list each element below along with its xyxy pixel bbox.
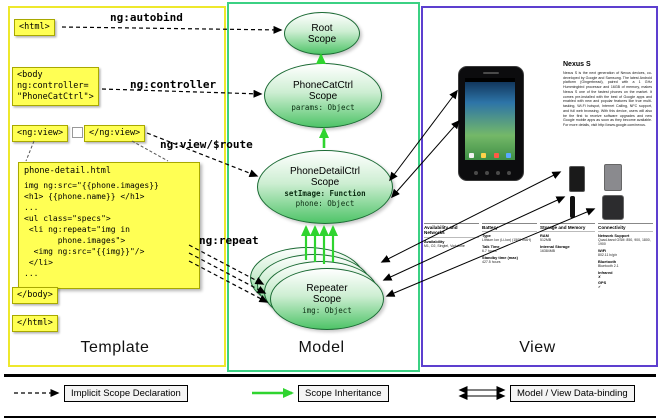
view-panel-label: View xyxy=(519,339,556,356)
model-panel-label: Model xyxy=(298,339,345,356)
ng-view-route-label: ng:view/$route xyxy=(160,138,253,151)
spec-value: Quad-band GSM: 850, 900, 1800, 1900 xyxy=(598,238,651,247)
phone-app-icon xyxy=(506,153,512,158)
ng-controller-label: ng:controller xyxy=(130,78,217,91)
spec-value: 802.11 b/g/n xyxy=(598,253,618,258)
phone-statusbar xyxy=(465,78,515,82)
phone-thumbnail-back xyxy=(599,195,627,220)
spec-column-connectivity: Connectivity Network Support Quad-band G… xyxy=(598,223,653,291)
spec-header: Connectivity xyxy=(598,225,653,233)
phone-softkey-dot xyxy=(507,171,511,175)
repeater-img-prop: img: Object xyxy=(302,306,352,315)
phonedetailctrl-setimage-prop: setImage: Function xyxy=(284,189,366,198)
spec-row: Type Lithium Ion (Li-Ion) (1500 mAH) xyxy=(482,233,537,242)
spec-label: Network Support xyxy=(598,233,630,239)
spec-column-availability: Availability and Networks Availability M… xyxy=(424,223,479,291)
phone-softkey-dot xyxy=(474,171,478,175)
spec-value: 16384MB xyxy=(540,248,555,253)
phonedetailctrl-phone-prop: phone: Object xyxy=(295,199,355,208)
spec-label: GPS xyxy=(598,280,607,286)
phonedetailctrl-scope-ellipse: PhoneDetailCtrl Scope setImage: Function… xyxy=(257,150,393,224)
legend-divider-top xyxy=(4,374,656,377)
phone-thumbnail-side xyxy=(565,195,579,219)
spec-label: WiFi xyxy=(598,248,607,254)
product-description: Nexus S is the next generation of Nexus … xyxy=(563,71,652,128)
spec-value: ✘ xyxy=(598,274,601,279)
legend-scope-inheritance-label: Scope Inheritance xyxy=(298,385,389,402)
spec-value: Lithium Ion (Li-Ion) (1500 mAH) xyxy=(482,238,532,243)
root-scope-ellipse: Root Scope xyxy=(284,12,360,55)
legend-implicit-scope-label: Implicit Scope Declaration xyxy=(64,385,188,402)
spec-table: Availability and Networks Availability M… xyxy=(424,223,653,291)
code-filename: phone-detail.html xyxy=(24,166,111,176)
spec-value: 512MB xyxy=(540,238,552,243)
spec-row: RAM 512MB xyxy=(540,233,595,242)
mini-phone-angle xyxy=(603,164,622,191)
spec-row: Standby time (max) 427.5 hours xyxy=(482,255,537,264)
ng-autobind-label: ng:autobind xyxy=(110,11,183,24)
spec-value: ✔ xyxy=(598,285,601,290)
phone-app-icon xyxy=(468,153,474,158)
spec-label: Bluetooth xyxy=(598,258,617,264)
phone-screen xyxy=(465,78,515,160)
mini-phone-back xyxy=(602,195,624,220)
spec-column-storage: Storage and Memory RAM 512MB Internal St… xyxy=(540,223,595,291)
spec-value: 6.7 hours xyxy=(482,248,497,253)
phone-speaker xyxy=(483,72,499,74)
phonedetailctrl-scope-name: PhoneDetailCtrl Scope xyxy=(289,166,361,188)
spec-value: Bluetooth 2.1 xyxy=(598,263,619,268)
phone-detail-code-box: phone-detail.html img ng:src="{{phone.im… xyxy=(18,162,200,289)
repeater-scope-ellipse: Repeater Scope img: Object xyxy=(270,268,384,330)
spec-row: GPS ✔ xyxy=(598,280,653,289)
legend-databinding-label: Model / View Data-binding xyxy=(510,385,635,402)
ngview-open-tag: <ng:view> xyxy=(12,125,69,142)
root-scope-name: Root Scope xyxy=(307,22,337,45)
spec-row: Internal Storage 16384MB xyxy=(540,244,595,253)
spec-header: Availability and Networks xyxy=(424,225,479,238)
spec-header: Battery xyxy=(482,225,537,233)
spec-row: Availability M1, O2, Singtel, Vodafone xyxy=(424,239,479,248)
spec-column-battery: Battery Type Lithium Ion (Li-Ion) (1500 … xyxy=(482,223,537,291)
spec-row: Infrared ✘ xyxy=(598,270,653,279)
phonecatctrl-scope-name: PhoneCatCtrl Scope xyxy=(292,79,354,102)
phone-thumbnail-front xyxy=(563,165,590,192)
nexus-phone-image xyxy=(458,66,524,181)
template-panel-label: Template xyxy=(80,339,150,356)
phone-softkey-dot xyxy=(496,171,500,175)
spec-row: WiFi 802.11 b/g/n xyxy=(598,248,653,257)
spec-value: 427.5 hours xyxy=(482,259,501,264)
html-close-tag: </html> xyxy=(12,315,58,332)
ngview-close-tag: </ng:view> xyxy=(84,125,146,142)
product-title: Nexus S xyxy=(563,61,591,68)
phone-softkeys xyxy=(474,171,511,175)
spec-row: Network Support Quad-band GSM: 850, 900,… xyxy=(598,233,653,246)
phone-app-icon xyxy=(481,153,487,158)
spec-value: M1, O2, Singtel, Vodafone xyxy=(424,243,465,248)
phonecatctrl-scope-ellipse: PhoneCatCtrl Scope params: Object xyxy=(264,63,382,128)
mini-phone-front xyxy=(568,165,585,192)
body-open-tag: <body ng:controller= "PhoneCatCtrl"> xyxy=(12,67,99,106)
code-body: img ng:src="{{phone.images}} <h1> {{phon… xyxy=(24,181,159,278)
phone-app-icon xyxy=(493,153,499,158)
phone-thumbnail-angle xyxy=(599,163,626,192)
legend-divider-bottom xyxy=(4,416,656,418)
body-close-tag: </body> xyxy=(12,287,58,304)
html-open-tag: <html> xyxy=(14,19,55,36)
ng-repeat-label: ng:repeat xyxy=(199,234,259,247)
spec-header: Storage and Memory xyxy=(540,225,595,233)
mini-phone-side xyxy=(569,196,575,218)
phone-app-dock xyxy=(465,153,515,158)
phone-softkey-dot xyxy=(485,171,489,175)
phonecatctrl-params-prop: params: Object xyxy=(291,102,355,112)
ngview-content-placeholder-icon xyxy=(72,127,83,138)
spec-row: Bluetooth Bluetooth 2.1 xyxy=(598,259,653,268)
spec-row: Talk Time 6.7 hours xyxy=(482,244,537,253)
repeater-scope-name: Repeater Scope xyxy=(306,283,348,305)
spec-label: Infrared xyxy=(598,269,613,275)
